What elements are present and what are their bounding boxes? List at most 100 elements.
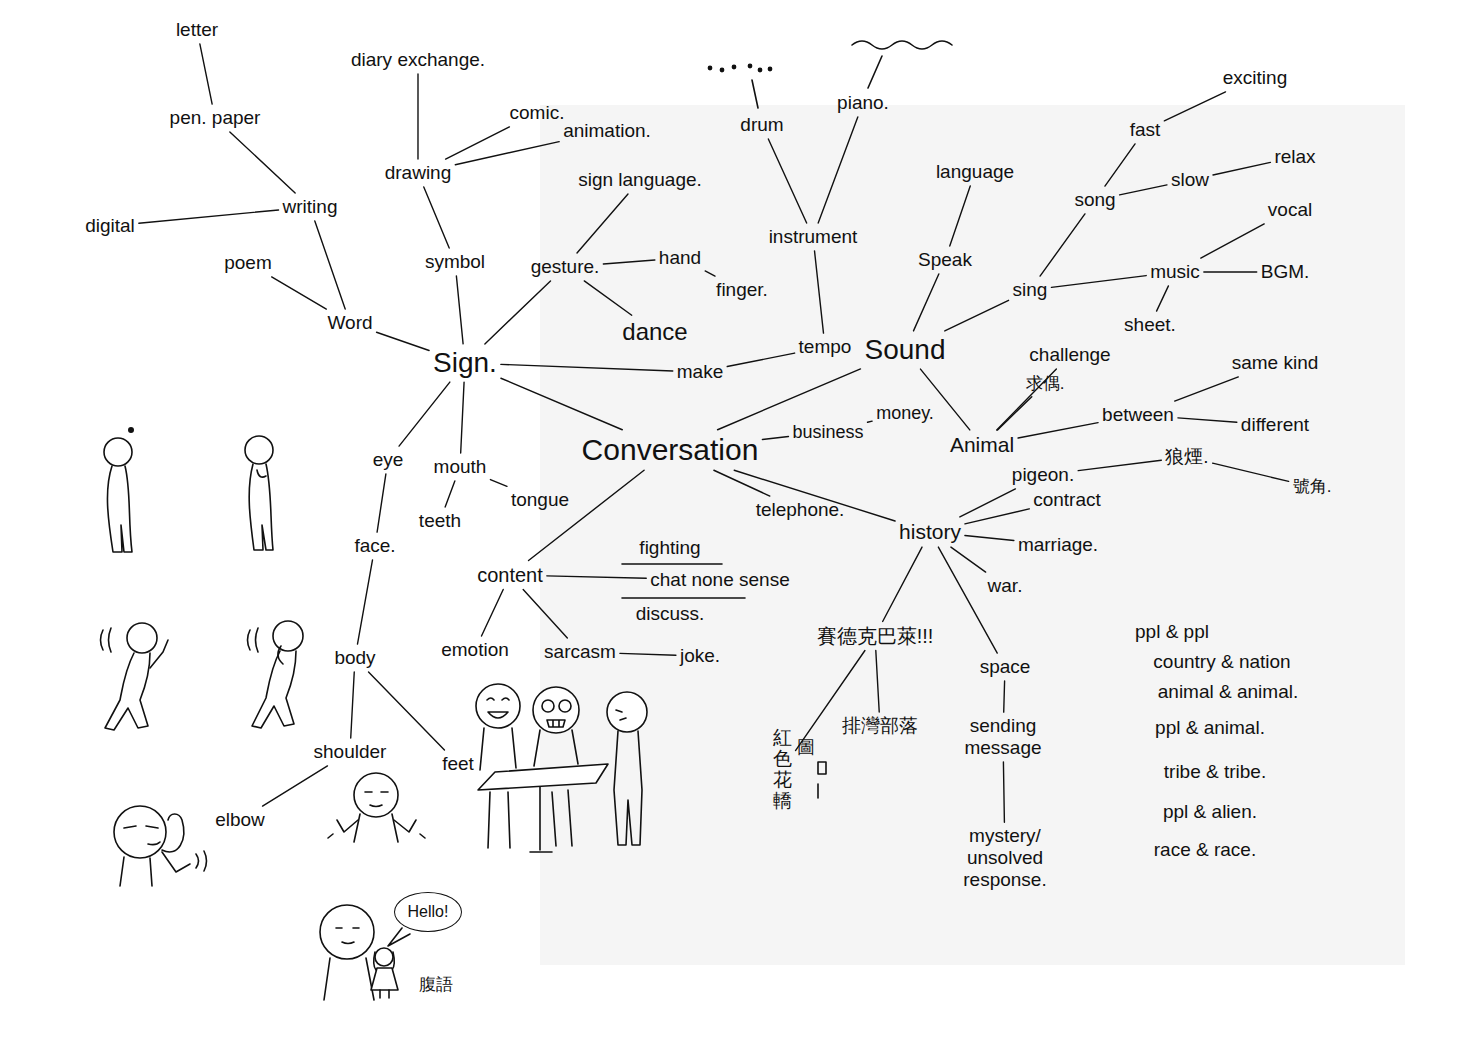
node-text: Speak bbox=[918, 249, 972, 271]
mind-map-branch bbox=[883, 547, 922, 621]
node-text: sheet. bbox=[1124, 314, 1176, 336]
node-text: discuss. bbox=[636, 603, 705, 625]
mind-map-word: between bbox=[1101, 404, 1175, 426]
mind-map-branch bbox=[377, 332, 430, 350]
mind-map-branch bbox=[1164, 92, 1225, 121]
mind-map-word: joke. bbox=[679, 645, 721, 667]
mind-map-word: 狼煙. bbox=[1164, 446, 1209, 468]
node-text: Conversation bbox=[582, 433, 759, 468]
node-text: Sign. bbox=[433, 347, 497, 379]
mind-map-branch bbox=[490, 480, 507, 487]
mind-map-word: 號角. bbox=[1292, 477, 1333, 497]
node-text: mouth bbox=[434, 456, 487, 478]
mind-map-word: writing bbox=[282, 196, 339, 218]
node-text: feet bbox=[442, 753, 474, 775]
mind-map-word: drum bbox=[739, 114, 784, 136]
mind-map-word: tongue bbox=[510, 489, 570, 511]
node-text: 號角. bbox=[1293, 477, 1332, 497]
node-text: song bbox=[1074, 189, 1115, 211]
mind-map-branch bbox=[399, 382, 450, 446]
mind-map-branch bbox=[1157, 286, 1169, 311]
node-text: music bbox=[1150, 261, 1200, 283]
mind-map-branch bbox=[456, 276, 463, 344]
mind-map-word: make bbox=[676, 361, 724, 383]
mind-map-branch bbox=[455, 142, 559, 165]
stick-figure bbox=[328, 773, 425, 842]
dots-doodle bbox=[708, 64, 771, 108]
mind-map-word: sarcasm bbox=[543, 641, 617, 663]
table-scene bbox=[476, 684, 647, 852]
node-text: tongue bbox=[511, 489, 569, 511]
node-text: Animal bbox=[950, 433, 1014, 457]
node-text: slow bbox=[1171, 169, 1209, 191]
mind-map-word: body bbox=[333, 647, 376, 669]
mind-map-word: exciting bbox=[1222, 67, 1288, 89]
mind-map-branch bbox=[263, 766, 328, 806]
stick-figure bbox=[101, 623, 169, 730]
mind-map-word: mouth bbox=[433, 456, 488, 478]
node-text: sarcasm bbox=[544, 641, 616, 663]
stick-figure bbox=[248, 621, 304, 728]
mind-map-word: piano. bbox=[836, 92, 890, 114]
node-text: poem bbox=[224, 252, 272, 274]
node-text: exciting bbox=[1223, 67, 1287, 89]
mind-map-branch bbox=[1078, 460, 1161, 470]
mind-map-branch bbox=[1175, 377, 1239, 401]
mind-map-branch bbox=[357, 560, 372, 644]
mind-map-branch bbox=[815, 251, 824, 333]
mind-map-branch bbox=[1003, 762, 1005, 822]
chinese-note: 腹語 bbox=[419, 975, 453, 995]
mind-map-word: eye bbox=[372, 449, 405, 471]
node-text: BGM. bbox=[1261, 261, 1310, 283]
mind-map-word: animation. bbox=[562, 120, 652, 142]
mind-map-word: face. bbox=[353, 535, 396, 557]
node-text: drum bbox=[740, 114, 783, 136]
mind-map-branch bbox=[1003, 681, 1005, 712]
mind-map-word: hand bbox=[658, 247, 702, 269]
node-text: tempo bbox=[799, 336, 852, 358]
mind-map-word: instrument bbox=[768, 226, 859, 248]
mind-map-word: 紅色花轎 bbox=[772, 728, 793, 812]
node-text: 求偶. bbox=[1026, 374, 1065, 394]
node-text: between bbox=[1102, 404, 1174, 426]
stick-figure bbox=[104, 428, 133, 552]
node-text: Word bbox=[327, 312, 372, 334]
node-text: body bbox=[334, 647, 375, 669]
node-text: elbow bbox=[215, 809, 265, 831]
mind-map-branch bbox=[951, 547, 986, 572]
node-text: space bbox=[980, 656, 1031, 678]
node-text: marriage. bbox=[1018, 534, 1098, 556]
node-text: 賽德克巴萊!!! bbox=[817, 625, 934, 648]
node-text: joke. bbox=[680, 645, 720, 667]
node-text: vocal bbox=[1268, 199, 1312, 221]
central-topic: Conversation bbox=[581, 433, 760, 468]
node-text: telephone. bbox=[756, 499, 845, 521]
central-topic: Sound bbox=[864, 334, 947, 366]
mind-map-branch bbox=[718, 369, 861, 430]
mind-map-branch bbox=[960, 489, 1016, 517]
mind-map-word: music bbox=[1149, 261, 1201, 283]
mind-map-branch bbox=[481, 590, 503, 637]
mind-map-word: song bbox=[1073, 189, 1116, 211]
mind-map-branch bbox=[200, 44, 212, 104]
mind-map-word: elbow bbox=[214, 809, 266, 831]
node-text: fast bbox=[1130, 119, 1161, 141]
wave-doodle bbox=[852, 41, 952, 88]
mind-map-branch bbox=[876, 651, 879, 713]
mind-map-branch bbox=[272, 277, 327, 309]
mind-map-branch bbox=[818, 117, 858, 223]
node-text: 排灣部落 bbox=[842, 715, 918, 737]
relation-note: tribe & tribe. bbox=[1164, 761, 1266, 783]
mind-map-word: slow bbox=[1170, 169, 1210, 191]
node-text: shoulder bbox=[314, 741, 387, 763]
mind-map-word: content bbox=[476, 564, 544, 587]
node-text: challenge bbox=[1029, 344, 1110, 366]
mind-map-word: 排灣部落 bbox=[841, 715, 919, 737]
mind-map-branch bbox=[620, 653, 676, 655]
mind-map-word: sheet. bbox=[1123, 314, 1177, 336]
node-text: content bbox=[477, 564, 543, 587]
mind-map-branch bbox=[945, 300, 1009, 331]
small-icon bbox=[818, 762, 826, 798]
node-text: contract bbox=[1033, 489, 1101, 511]
mind-map-branch bbox=[584, 281, 631, 315]
